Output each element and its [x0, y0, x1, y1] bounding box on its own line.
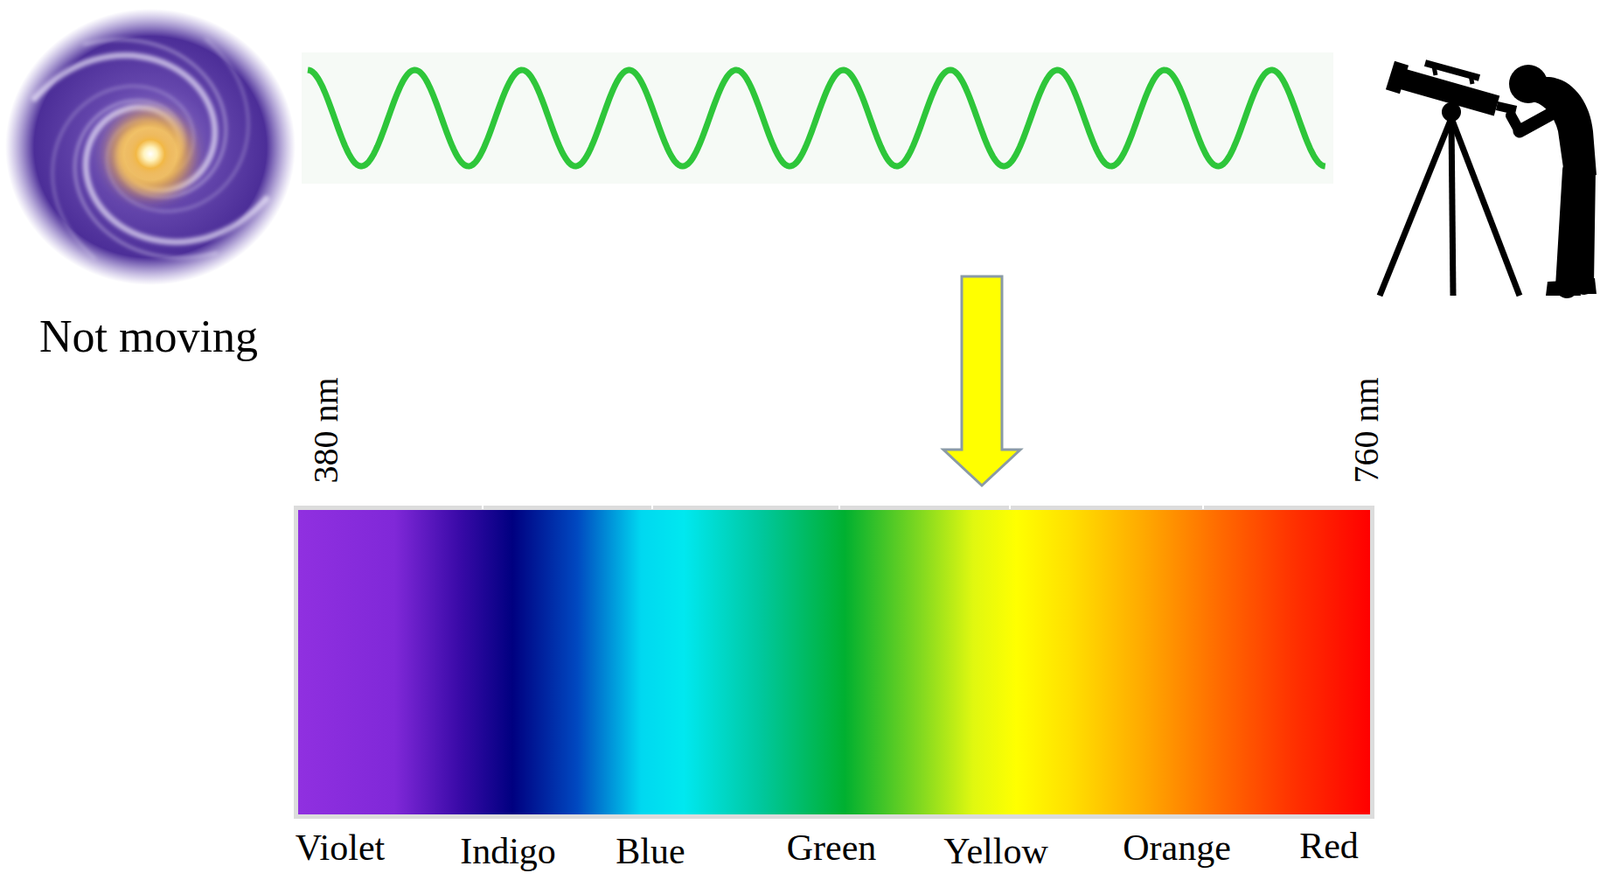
- colour-name: Yellow: [943, 832, 1048, 870]
- colour-name: Indigo: [459, 832, 557, 870]
- pointer-arrow: [943, 276, 1021, 486]
- wavelength-limit: 380 nm: [308, 376, 344, 483]
- galaxy-core-glow: [99, 103, 202, 205]
- visible-spectrum: [298, 509, 1371, 814]
- colour-name: Red: [1299, 827, 1359, 864]
- spectrum-frame: [293, 505, 1375, 819]
- observer-silhouette: [1379, 62, 1597, 296]
- galaxy-disk: [5, 8, 296, 286]
- wavelength-limit: 760 nm: [1349, 376, 1385, 483]
- colour-name: Violet: [295, 828, 385, 866]
- galaxy-core: [124, 127, 177, 181]
- galaxy-picture: [5, 8, 296, 286]
- wave-ground: [301, 52, 1334, 184]
- galaxy-arm: [75, 100, 217, 258]
- light-wave: [307, 69, 1326, 167]
- colour-name: Blue: [615, 832, 685, 870]
- galaxy-arms: [34, 39, 267, 259]
- spectrum-ticks: [482, 505, 1204, 509]
- state-label: Not moving: [39, 313, 258, 360]
- colour-name: Orange: [1122, 828, 1232, 866]
- colour-name: Green: [786, 828, 877, 866]
